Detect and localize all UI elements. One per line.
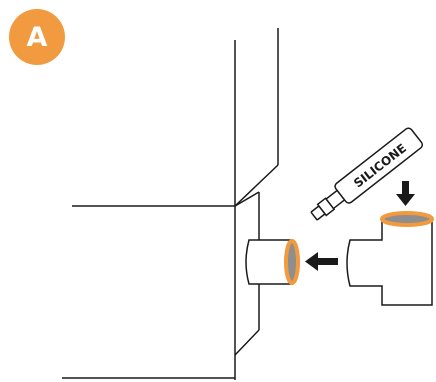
pipe-opening (284, 239, 300, 285)
left-arrow-icon (305, 252, 338, 271)
wall-pipe-stub (245, 239, 300, 285)
t-fitting (346, 211, 434, 306)
step-badge: A (9, 9, 65, 65)
t-fitting-top-opening (380, 211, 434, 227)
step-label: A (26, 21, 48, 53)
silicone-tube-icon: SILICONE (310, 127, 424, 221)
down-arrow-icon (396, 181, 415, 206)
cabinet-outline (62, 28, 279, 380)
